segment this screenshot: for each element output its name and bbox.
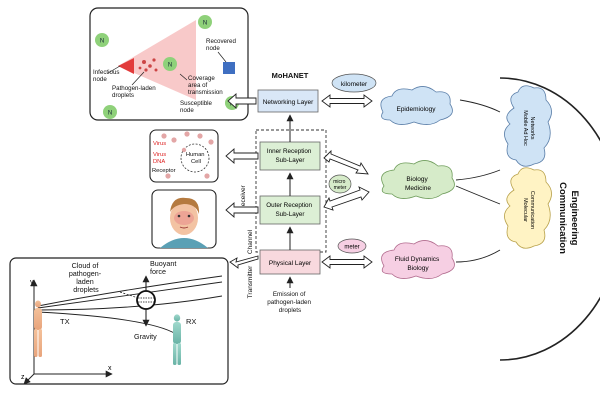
node-label: N [168,63,172,69]
rx-person-icon [173,314,181,365]
network-panel: N N N N N Recovered node Infectious node [89,7,249,121]
human-cell-label: Human Cell [186,152,206,165]
patient-shirt [160,238,208,248]
inner-reception-layer [259,141,321,171]
rx-label: RX [186,317,196,326]
to-patient-panel-arrow [225,202,259,218]
droplets-label: Pathogen-laden droplets [112,85,157,99]
axis-y-label: y [30,279,34,286]
node-icon [103,105,117,119]
communication-engineering-arc: Communication Engineering [455,77,600,361]
tx-label: TX [60,317,70,326]
kilometer-scale [331,73,377,93]
biology-medicine-label: Biology Medicine [405,176,431,192]
to-cell-panel-arrow [225,148,259,164]
node-label: N [100,39,104,45]
transmitter-side-label: Transmitter [247,265,254,298]
susceptible-node: N [198,15,212,29]
recovered-node-icon [223,62,235,74]
buoyant-label: Buoyant force [150,259,178,276]
micrometer-label: micro meter [333,179,347,191]
virus-label: Virus [153,141,166,147]
epidemiology-label: Epidemiology [396,106,436,113]
susceptible-node-label: Susceptible node [180,100,214,114]
virus-dna-label: Virus DNA [153,152,168,165]
micrometer-scale [328,174,352,194]
kilometer-label: kilometer [341,81,368,88]
cloud-label: Cloud of pathogen- laden droplets [69,261,103,294]
receiver-side-label: Receiver [240,184,247,210]
biology-medicine-cloud: Biology Medicine [381,160,455,199]
meter-scale [337,238,367,254]
infectious-node-label: Infectious node [93,69,121,83]
to-channel-panel-arrow [229,255,259,269]
node-icon [163,57,177,71]
node-icon [95,33,109,47]
outer-reception-label: Outer Reception Sub-Layer [266,202,314,218]
tx-person-icon [34,300,42,357]
z-axis [23,373,35,385]
axis-x-label: x [108,365,112,372]
molecular-label-2: Communication [529,191,535,229]
coverage-cone [118,20,196,100]
coverage-label: Coverage area of transmission [188,75,223,96]
adhoc-label-1: Mobile Ad Hoc [522,110,528,146]
inner-reception-label: Inner Reception Sub-Layer [267,148,313,164]
patient-panel [151,189,217,249]
molecular-label-1: Molecular [522,198,528,222]
physical-layer [259,249,321,275]
susceptible-node: N [95,33,109,47]
susceptible-node: N [163,57,177,71]
networking-to-epidemiology-arrow [321,94,373,108]
inner-to-biology-arrow [323,149,369,175]
channel-side-label: Channel [247,229,254,254]
gravity-label: Gravity [134,332,157,341]
outer-to-biology-arrow [323,186,370,211]
fluid-dynamics-label: Fluid Dynamics Biology [395,256,441,272]
recovered-node-label: Recovered node [206,38,238,52]
adhoc-label-2: Networks [529,117,535,140]
human-cell-icon [180,143,210,173]
infectious-node-icon [118,58,134,74]
to-network-panel-arrow [227,93,257,109]
axis-z-label: z [21,374,25,381]
comm-eng-line1: Communication [557,182,568,254]
emission-label: Emission of pathogen-laden droplets [267,291,313,314]
outer-reception-layer [259,195,321,225]
channel-panel: y x z Cloud of pathogen- laden droplets … [9,257,229,385]
droplet-cloud-icon [136,290,156,310]
mohanet-title: MoHANET [272,71,309,80]
node-icon [198,15,212,29]
networking-layer-label: Networking Layer [263,99,314,106]
droplet-cluster [138,58,158,72]
node-label: N [108,111,112,117]
adhoc-networks-cloud: Mobile Ad Hoc Networks [504,85,552,167]
node-label: N [203,21,207,27]
physical-layer-label: Physical Layer [269,260,312,267]
epidemiology-cloud: Epidemiology [380,86,453,125]
susceptible-node: N [103,105,117,119]
fluid-dynamics-cloud: Fluid Dynamics Biology [381,240,455,279]
molecular-communication-cloud: Molecular Communication [504,167,552,249]
networking-layer [257,89,319,113]
meter-label: meter [344,245,359,251]
cell-panel: Virus Virus DNA Receptor Human Cell [149,129,219,183]
comm-eng-line2: Engineering [569,191,580,246]
receptor-label: Receptor [152,168,176,174]
physical-to-fluid-arrow [321,255,373,269]
